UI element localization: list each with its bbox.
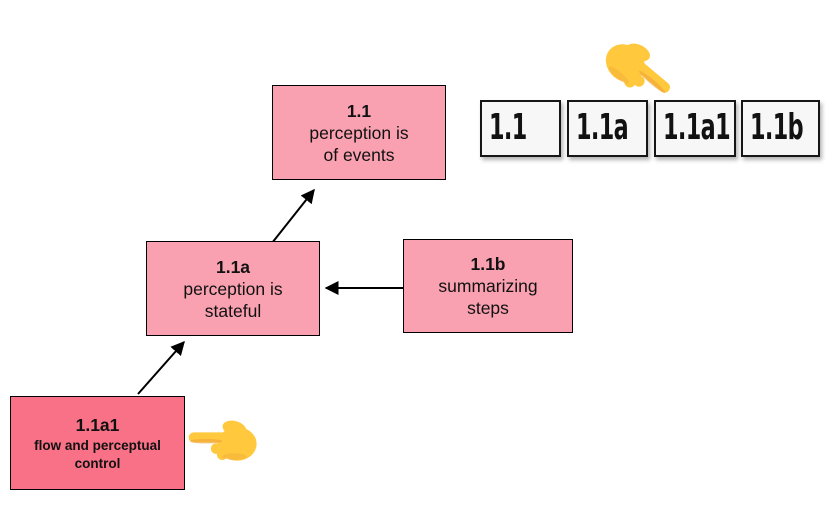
node-1-1a1[interactable]: 1.1a1 flow and perceptual control	[10, 396, 185, 490]
node-1-1a-text: stateful	[204, 300, 262, 321]
node-1-1b-text: summarizing	[438, 276, 538, 296]
pointing-hand-icon	[186, 414, 260, 467]
node-1-1a[interactable]: 1.1a perception is stateful	[146, 241, 320, 336]
node-1-1a1-text: flow and perceptual	[34, 438, 161, 453]
tag-1-1a-label: 1.1a	[576, 106, 629, 148]
node-1-1-text: perception is	[309, 122, 409, 143]
node-1-1[interactable]: 1.1 perception is of events	[272, 85, 446, 180]
tag-1-1b-label: 1.1b	[750, 106, 804, 148]
tag-1-1b[interactable]: 1.1b	[741, 100, 820, 157]
arrow-1-1a1-to-1-1a	[137, 340, 185, 395]
node-1-1a-title: 1.1a	[215, 256, 251, 277]
node-1-1b-text: steps	[467, 298, 509, 318]
tag-1-1[interactable]: 1.1	[480, 100, 561, 157]
arrow-1-1a-to-1-1	[271, 188, 315, 244]
node-1-1a-text: perception is	[183, 278, 283, 299]
tag-1-1a[interactable]: 1.1a	[567, 100, 648, 157]
node-1-1a1-title: 1.1a1	[75, 415, 120, 435]
tag-1-1-label: 1.1	[489, 106, 527, 148]
node-1-1-text: of events	[323, 144, 395, 165]
node-1-1b[interactable]: 1.1b summarizing steps	[403, 239, 573, 333]
tag-1-1a1[interactable]: 1.1a1	[654, 100, 736, 157]
node-1-1-title: 1.1	[346, 100, 372, 121]
tag-1-1a1-label: 1.1a1	[663, 106, 731, 148]
node-1-1a1-text: control	[74, 456, 121, 471]
node-1-1b-title: 1.1b	[470, 254, 506, 274]
